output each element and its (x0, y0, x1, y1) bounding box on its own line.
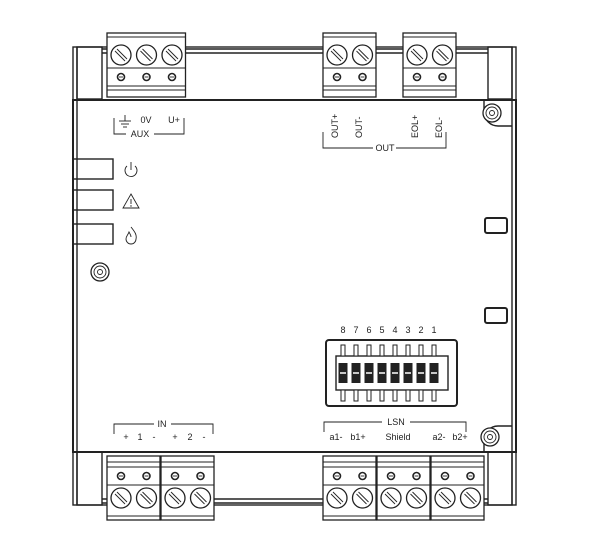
terminal-pin (358, 471, 367, 481)
fire-icon (125, 226, 137, 245)
in-label-group: IN + 1 - + 2 - (113, 419, 214, 442)
terminal-pin (466, 471, 475, 481)
terminal-pin (116, 72, 126, 82)
terminal-pin (358, 72, 367, 82)
side-button[interactable] (484, 217, 508, 234)
terminal-pin (196, 471, 205, 481)
dip-number-label: 6 (366, 325, 371, 335)
led-warning (72, 189, 140, 211)
dip-switch-toggle[interactable] (351, 344, 361, 402)
terminal-screw[interactable] (406, 44, 428, 66)
terminal-pin (170, 471, 180, 481)
mounting-screw-icon (482, 103, 502, 123)
terminal-screw[interactable] (164, 487, 186, 509)
terminal-block (402, 32, 457, 98)
side-button[interactable] (484, 307, 508, 324)
terminal-pin (440, 471, 450, 481)
terminal-block (106, 32, 187, 98)
lsn-terminal-label: b1+ (350, 432, 365, 442)
terminal-screw[interactable] (459, 487, 482, 509)
terminal-pin (142, 471, 151, 481)
terminal-pin (412, 72, 422, 82)
mounting-screw-icon (90, 262, 110, 282)
dip-switch-toggle[interactable] (416, 344, 426, 402)
lsn-terminal-label: b2+ (452, 432, 467, 442)
terminal-pin (142, 72, 151, 82)
lsn-label-group: LSN a1- b1+ Shield a2- b2+ (323, 417, 468, 442)
in-terminal-label: - (203, 432, 206, 442)
out-terminal-label: OUT- (354, 116, 364, 138)
lsn-terminal-label: a2- (432, 432, 445, 442)
out-terminal-label: EOL- (434, 117, 444, 138)
in-group-label: IN (158, 419, 167, 429)
terminal-block (322, 32, 377, 98)
in-terminal-label: 1 (137, 432, 142, 442)
terminal-screw[interactable] (351, 44, 374, 66)
terminal-screw[interactable] (351, 487, 374, 509)
lsn-terminal-label: Shield (385, 432, 410, 442)
aux-terminal-label: U+ (168, 115, 180, 125)
dip-number-label: 3 (405, 325, 410, 335)
out-terminal-label: EOL+ (410, 115, 420, 138)
terminal-screw[interactable] (135, 44, 158, 66)
dip-switch-toggle[interactable] (403, 344, 413, 402)
lsn-terminal-label: a1- (329, 432, 342, 442)
dip-number-label: 5 (379, 325, 384, 335)
dip-switch-toggle[interactable] (364, 344, 374, 402)
terminal-screw[interactable] (161, 44, 183, 66)
terminal-screw[interactable] (434, 487, 456, 509)
terminal-screw[interactable] (380, 487, 402, 509)
aux-label-group: AUX 0V U+ (113, 115, 185, 139)
terminal-pin (116, 471, 126, 481)
aux-terminal-label: 0V (140, 115, 151, 125)
out-group-label: OUT (376, 143, 396, 153)
dip-switch-toggle[interactable] (377, 344, 387, 402)
terminal-screw[interactable] (110, 44, 132, 66)
out-label-group: OUT OUT+ OUT- EOL+ EOL- (322, 114, 447, 153)
terminal-block (430, 455, 485, 521)
terminal-screw[interactable] (110, 487, 132, 509)
terminal-pin (412, 471, 421, 481)
ground-icon (119, 115, 131, 128)
led-fire (72, 223, 137, 245)
terminal-screw[interactable] (405, 487, 428, 509)
warning-icon (122, 193, 140, 209)
terminal-block (160, 455, 215, 521)
terminal-pin (438, 72, 447, 82)
terminal-pin (167, 72, 177, 82)
terminal-pin (386, 471, 396, 481)
in-terminal-label: - (153, 432, 156, 442)
terminal-block (376, 455, 431, 521)
terminal-screw[interactable] (189, 487, 212, 509)
dip-number-label: 1 (431, 325, 436, 335)
in-terminal-label: + (172, 432, 177, 442)
power-icon (124, 162, 138, 177)
dip-number-label: 4 (392, 325, 397, 335)
lsn-group-label: LSN (387, 417, 405, 427)
dip-number-label: 8 (340, 325, 345, 335)
terminal-block (322, 455, 377, 521)
terminal-screw[interactable] (135, 487, 158, 509)
in-terminal-label: 2 (187, 432, 192, 442)
dip-number-label: 2 (418, 325, 423, 335)
mounting-screw-icon (480, 427, 500, 447)
terminal-screw[interactable] (326, 487, 348, 509)
terminal-screw[interactable] (431, 44, 454, 66)
in-terminal-label: + (123, 432, 128, 442)
led-power (72, 158, 138, 180)
dip-switch-toggle[interactable] (338, 344, 348, 402)
dip-number-label: 7 (353, 325, 358, 335)
terminal-screw[interactable] (326, 44, 348, 66)
terminal-block (106, 455, 161, 521)
dip-switch-toggle[interactable] (390, 344, 400, 402)
dip-switch-toggle[interactable] (429, 344, 439, 402)
out-terminal-label: OUT+ (330, 114, 340, 138)
terminal-pin (332, 471, 342, 481)
aux-group-label: AUX (131, 129, 150, 139)
terminal-pin (332, 72, 342, 82)
